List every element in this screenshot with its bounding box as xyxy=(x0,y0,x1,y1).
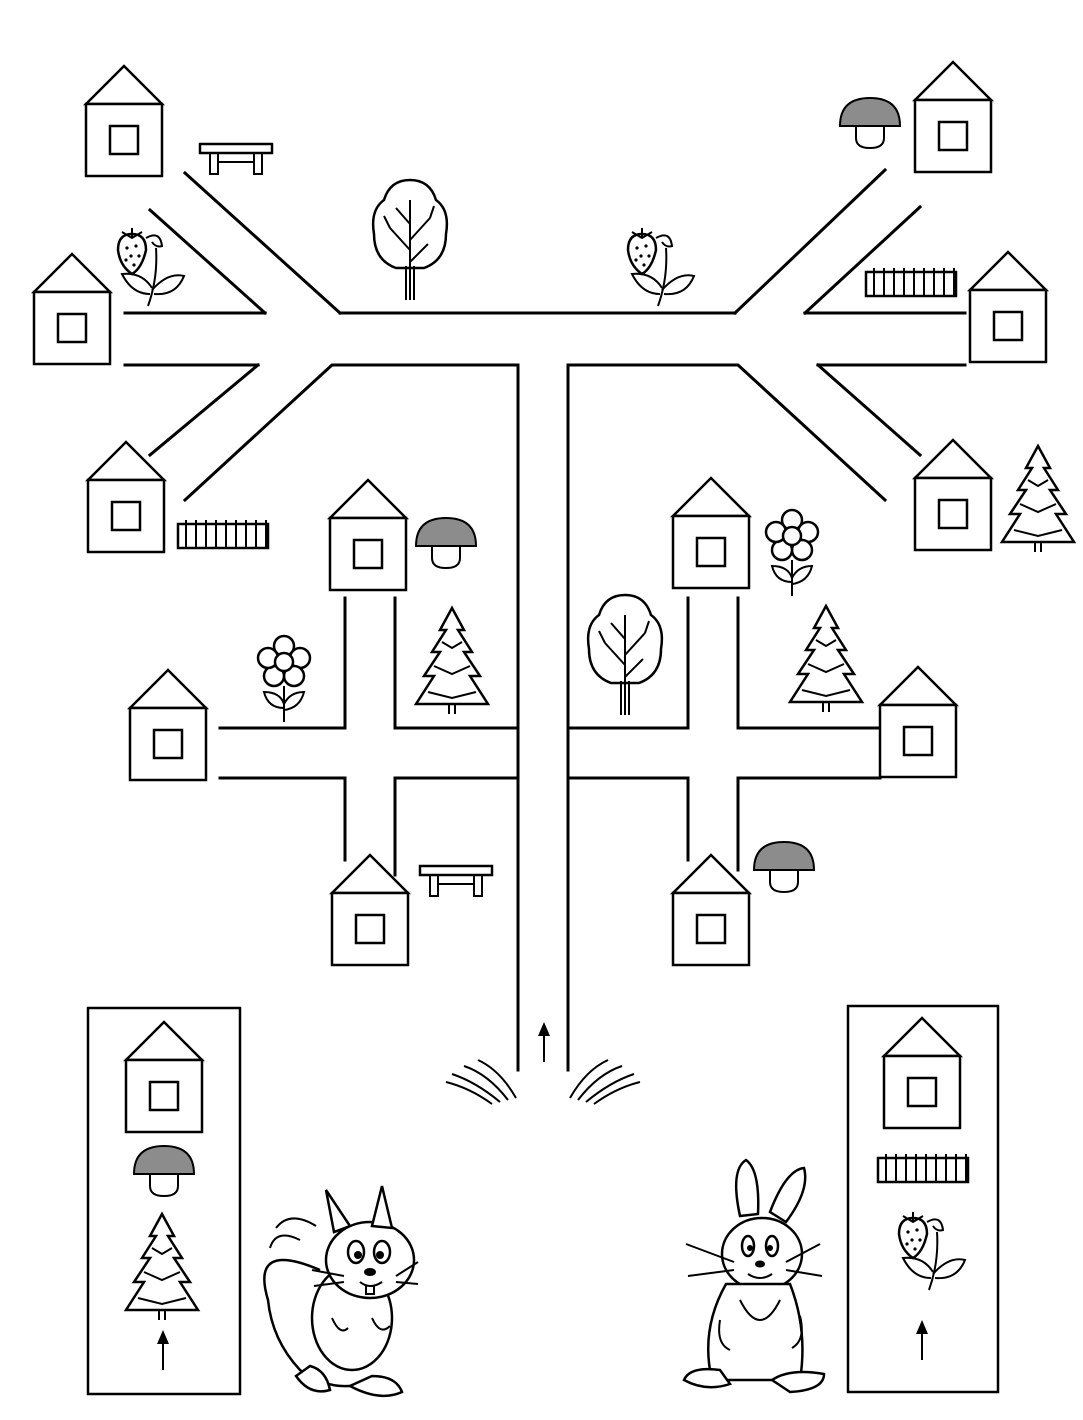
house-icon[interactable] xyxy=(968,250,1048,364)
house-icon[interactable] xyxy=(328,478,408,592)
squirrel-clue-card xyxy=(86,1006,242,1396)
road-network xyxy=(123,167,967,1072)
fence-icon xyxy=(864,266,958,298)
squirrel-icon xyxy=(263,1185,419,1398)
mushroom-icon xyxy=(839,97,901,149)
leaf-tree-icon xyxy=(371,178,449,302)
house-icon[interactable] xyxy=(878,665,958,779)
leaf-tree-icon xyxy=(586,593,664,717)
bench-icon xyxy=(198,142,274,176)
fence-icon xyxy=(876,1152,970,1184)
flower-icon xyxy=(256,634,312,724)
fir-tree-icon xyxy=(414,606,490,716)
grass-icon xyxy=(445,1059,641,1105)
house-icon[interactable] xyxy=(32,252,112,366)
hare-icon xyxy=(682,1158,826,1394)
mushroom-icon xyxy=(415,517,477,569)
flower-icon xyxy=(764,508,820,598)
house-icon[interactable] xyxy=(913,60,993,174)
strawberry-icon xyxy=(626,226,696,308)
fir-tree-icon xyxy=(1000,444,1076,554)
hare-clue-card xyxy=(846,1004,1000,1394)
house-icon[interactable] xyxy=(84,64,164,178)
arrow-up-icon xyxy=(537,1021,551,1063)
fence-icon xyxy=(176,518,270,550)
house-icon[interactable] xyxy=(330,853,410,967)
house-icon[interactable] xyxy=(128,668,208,782)
strawberry-icon xyxy=(116,226,186,308)
house-icon[interactable] xyxy=(671,476,751,590)
mushroom-icon xyxy=(753,841,815,893)
fir-tree-icon xyxy=(788,604,864,714)
house-icon[interactable] xyxy=(86,440,166,554)
bench-icon xyxy=(418,864,494,898)
house-icon[interactable] xyxy=(913,438,993,552)
